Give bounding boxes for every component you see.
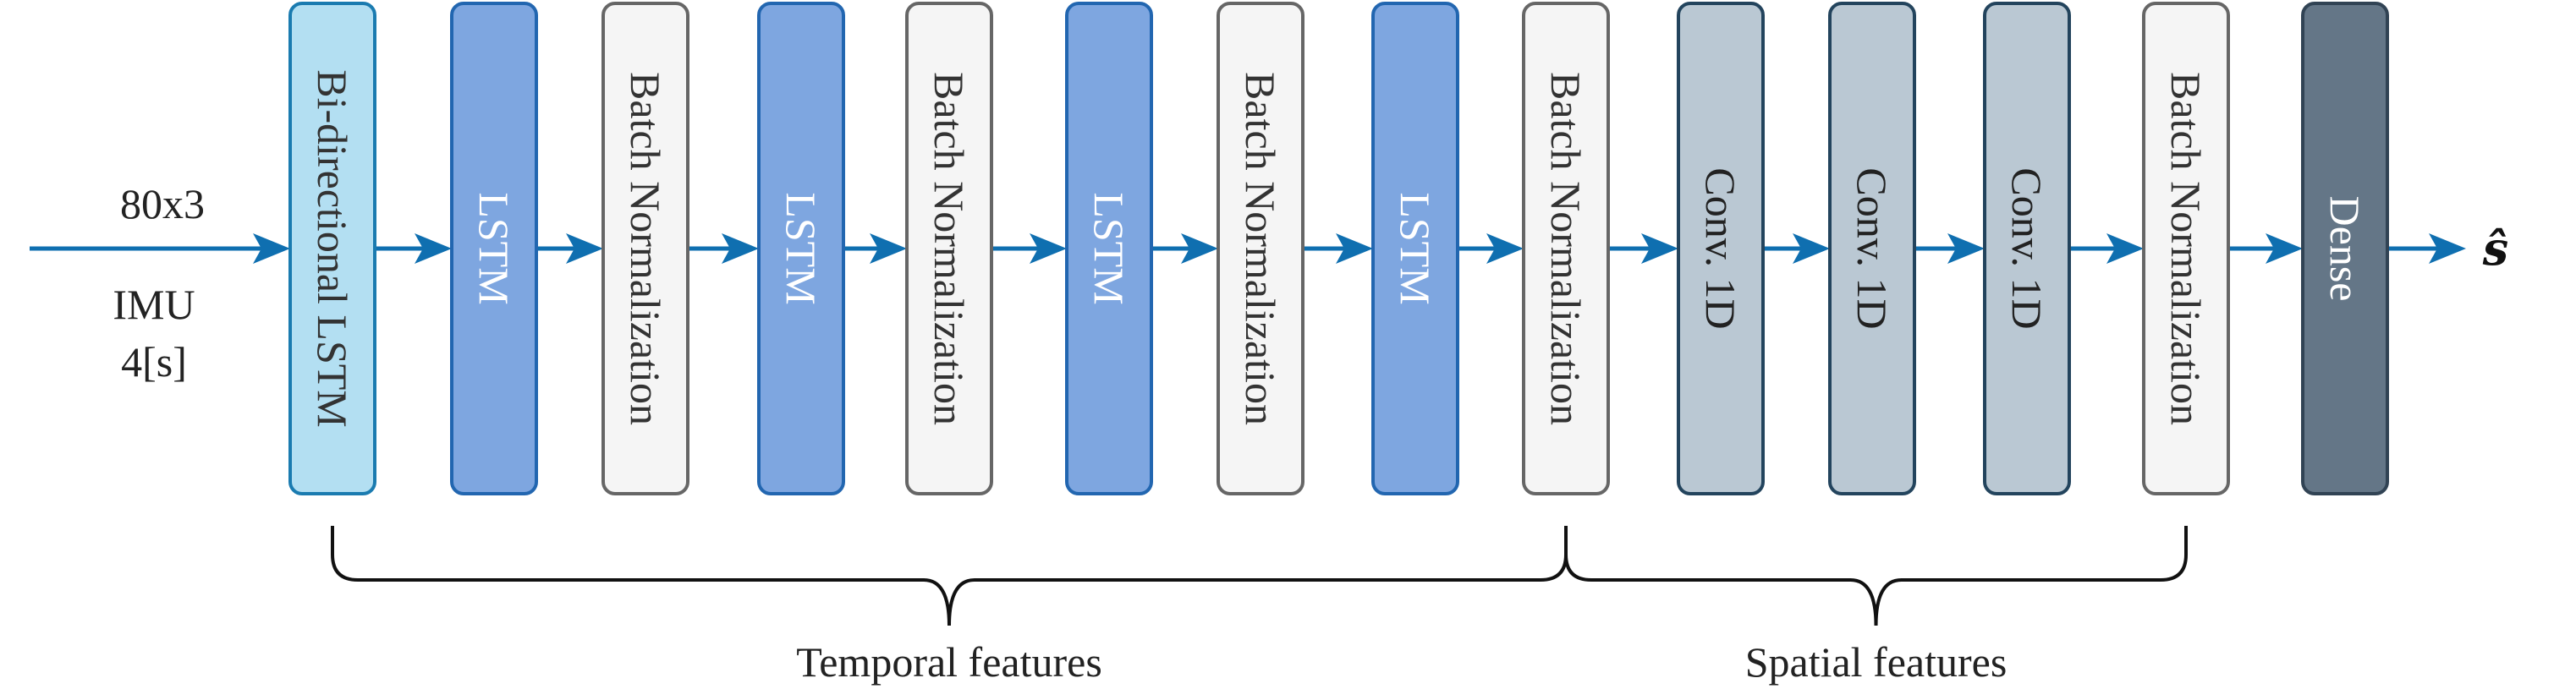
layer-label-lstm-2: LSTM — [777, 192, 825, 304]
layer-block-bn-2: Batch Normalization — [905, 2, 993, 495]
layer-block-bn-3: Batch Normalization — [1217, 2, 1304, 495]
arrow-bn-1-to-lstm-2 — [688, 233, 759, 264]
layer-label-lstm-1: LSTM — [470, 192, 518, 304]
arrow-conv-2-to-conv-3 — [1914, 233, 1985, 264]
layer-block-bn-4: Batch Normalization — [1522, 2, 1610, 495]
input-sensor-label: IMU — [113, 281, 195, 328]
layer-label-bn-4: Batch Normalization — [1542, 72, 1590, 425]
arrow-conv-1-to-conv-2 — [1763, 233, 1830, 264]
layer-block-conv-3: Conv. 1D — [1983, 2, 2071, 495]
layer-label-lstm-4: LSTM — [1392, 192, 1439, 304]
layer-block-lstm-3: LSTM — [1065, 2, 1153, 495]
layer-label-conv-1: Conv. 1D — [1697, 167, 1744, 329]
output-arrow — [2387, 233, 2466, 264]
connection-arrows — [30, 233, 2466, 264]
arrow-lstm-1-to-bn-1 — [536, 233, 603, 264]
layer-label-bn-3: Batch Normalization — [1237, 72, 1284, 425]
arrow-lstm-2-to-bn-2 — [843, 233, 907, 264]
arrow-bn-4-to-conv-1 — [1608, 233, 1678, 264]
layer-blocks: Bi-directional LSTM LSTM Batch Normalizati… — [288, 2, 2389, 495]
layer-block-lstm-4: LSTM — [1371, 2, 1459, 495]
layer-block-dense: Dense — [2301, 2, 2389, 495]
layer-block-lstm-2: LSTM — [757, 2, 845, 495]
brace-spatial-label: Spatial features — [1745, 638, 2008, 686]
layer-block-conv-1: Conv. 1D — [1677, 2, 1765, 495]
arrow-bn-2-to-lstm-3 — [991, 233, 1067, 264]
layer-label-conv-3: Conv. 1D — [2003, 167, 2051, 329]
arrow-lstm-3-to-bn-3 — [1151, 233, 1218, 264]
brace-spatial: Spatial features — [1564, 526, 2188, 686]
brace-temporal: Temporal features — [331, 526, 1568, 686]
arrow-bn-3-to-lstm-4 — [1303, 233, 1373, 264]
layer-label-bn-5: Batch Normalization — [2162, 72, 2210, 425]
layer-label-dense: Dense — [2321, 196, 2369, 302]
layer-label-bn-2: Batch Normalization — [925, 72, 973, 425]
layer-block-bn-5: Batch Normalization — [2142, 2, 2230, 495]
brace-temporal-label: Temporal features — [796, 638, 1102, 686]
input-arrow — [30, 233, 290, 264]
layer-block-lstm-1: LSTM — [450, 2, 538, 495]
layer-block-bn-1: Batch Normalization — [601, 2, 689, 495]
layer-label-bilstm: Bi-directional LSTM — [309, 69, 356, 428]
input-window-label: 4[s] — [121, 338, 187, 386]
layer-label-bn-1: Batch Normalization — [622, 72, 669, 425]
input-shape-label: 80x3 — [120, 180, 205, 227]
arrow-bn-5-to-dense — [2228, 233, 2303, 264]
output-label: ŝ — [2482, 221, 2508, 276]
layer-block-conv-2: Conv. 1D — [1828, 2, 1916, 495]
layer-label-lstm-3: LSTM — [1085, 192, 1133, 304]
arrow-lstm-4-to-bn-4 — [1458, 233, 1524, 264]
arrow-conv-3-to-bn-5 — [2069, 233, 2144, 264]
feature-groups: Temporal features Spatial features — [331, 526, 2188, 686]
layer-label-conv-2: Conv. 1D — [1848, 167, 1896, 329]
layer-block-bilstm: Bi-directional LSTM — [288, 2, 376, 495]
arrow-bilstm-to-lstm-1 — [375, 233, 452, 264]
